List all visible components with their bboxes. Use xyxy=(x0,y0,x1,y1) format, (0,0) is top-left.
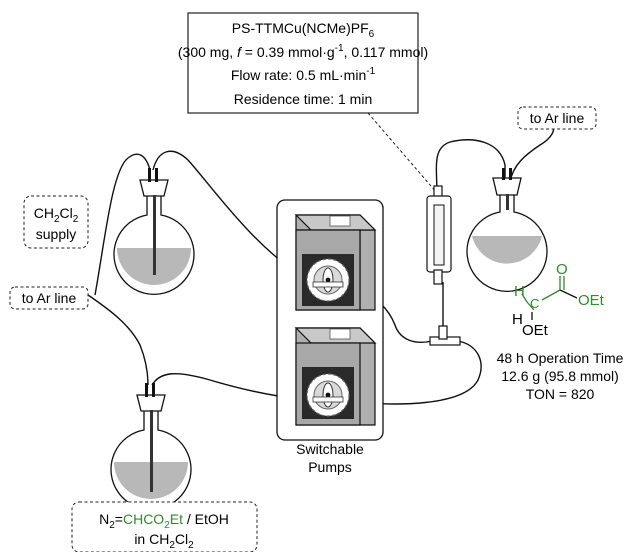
flask-product-receiver xyxy=(466,168,548,293)
packed-column xyxy=(426,185,452,285)
lower-pump xyxy=(294,327,377,426)
catalyst-box xyxy=(187,12,419,114)
product-c: C xyxy=(530,296,539,311)
ar-line-right-label: to Ar line xyxy=(530,110,585,126)
flask-ch2cl2-supply xyxy=(113,168,195,296)
pumps-label-line1: Switchable xyxy=(296,441,364,457)
product-o-top: O xyxy=(556,261,568,278)
ch2cl2-supply-line1: CH2Cl2 xyxy=(34,205,79,225)
pumps-label-line2: Pumps xyxy=(308,459,352,475)
ar-line-left-label: to Ar line xyxy=(22,290,77,306)
product-oet-right: OEt xyxy=(578,292,605,309)
catalyst-line-1: PS-TTMCu(NCMe)PF6 xyxy=(232,20,375,40)
catalyst-line-4: Residence time: 1 min xyxy=(234,91,373,107)
box-pointer-line xyxy=(367,112,438,194)
ar-line-left-box xyxy=(9,286,89,310)
product-h-top: H xyxy=(514,283,525,300)
ch2cl2-supply-line2: supply xyxy=(36,226,76,242)
result-line2: 12.6 g (95.8 mmol) xyxy=(501,368,619,384)
tee-stem xyxy=(438,325,448,340)
upper-pump xyxy=(294,214,377,311)
product-oet-bottom: OEt xyxy=(522,322,549,339)
ch2cl2-supply-box xyxy=(23,195,89,249)
result-line1: 48 h Operation Time xyxy=(497,350,624,366)
reagent-line1: N2=CHCO2Et / EtOH xyxy=(99,511,229,531)
reagent-line2: in CH2Cl2 xyxy=(134,531,194,551)
result-line3: TON = 820 xyxy=(526,386,595,402)
catalyst-line-3: Flow rate: 0.5 mL·min-1 xyxy=(231,66,376,83)
product-structure: H C O OEt H OEt xyxy=(512,261,605,339)
product-h-left: H xyxy=(512,311,523,328)
reagent-box xyxy=(71,501,258,552)
ar-line-right-box xyxy=(517,106,597,130)
flask-diazo-reagent xyxy=(110,383,192,511)
catalyst-line-2: (300 mg, f = 0.39 mmol·g-1, 0.117 mmol) xyxy=(178,43,428,60)
